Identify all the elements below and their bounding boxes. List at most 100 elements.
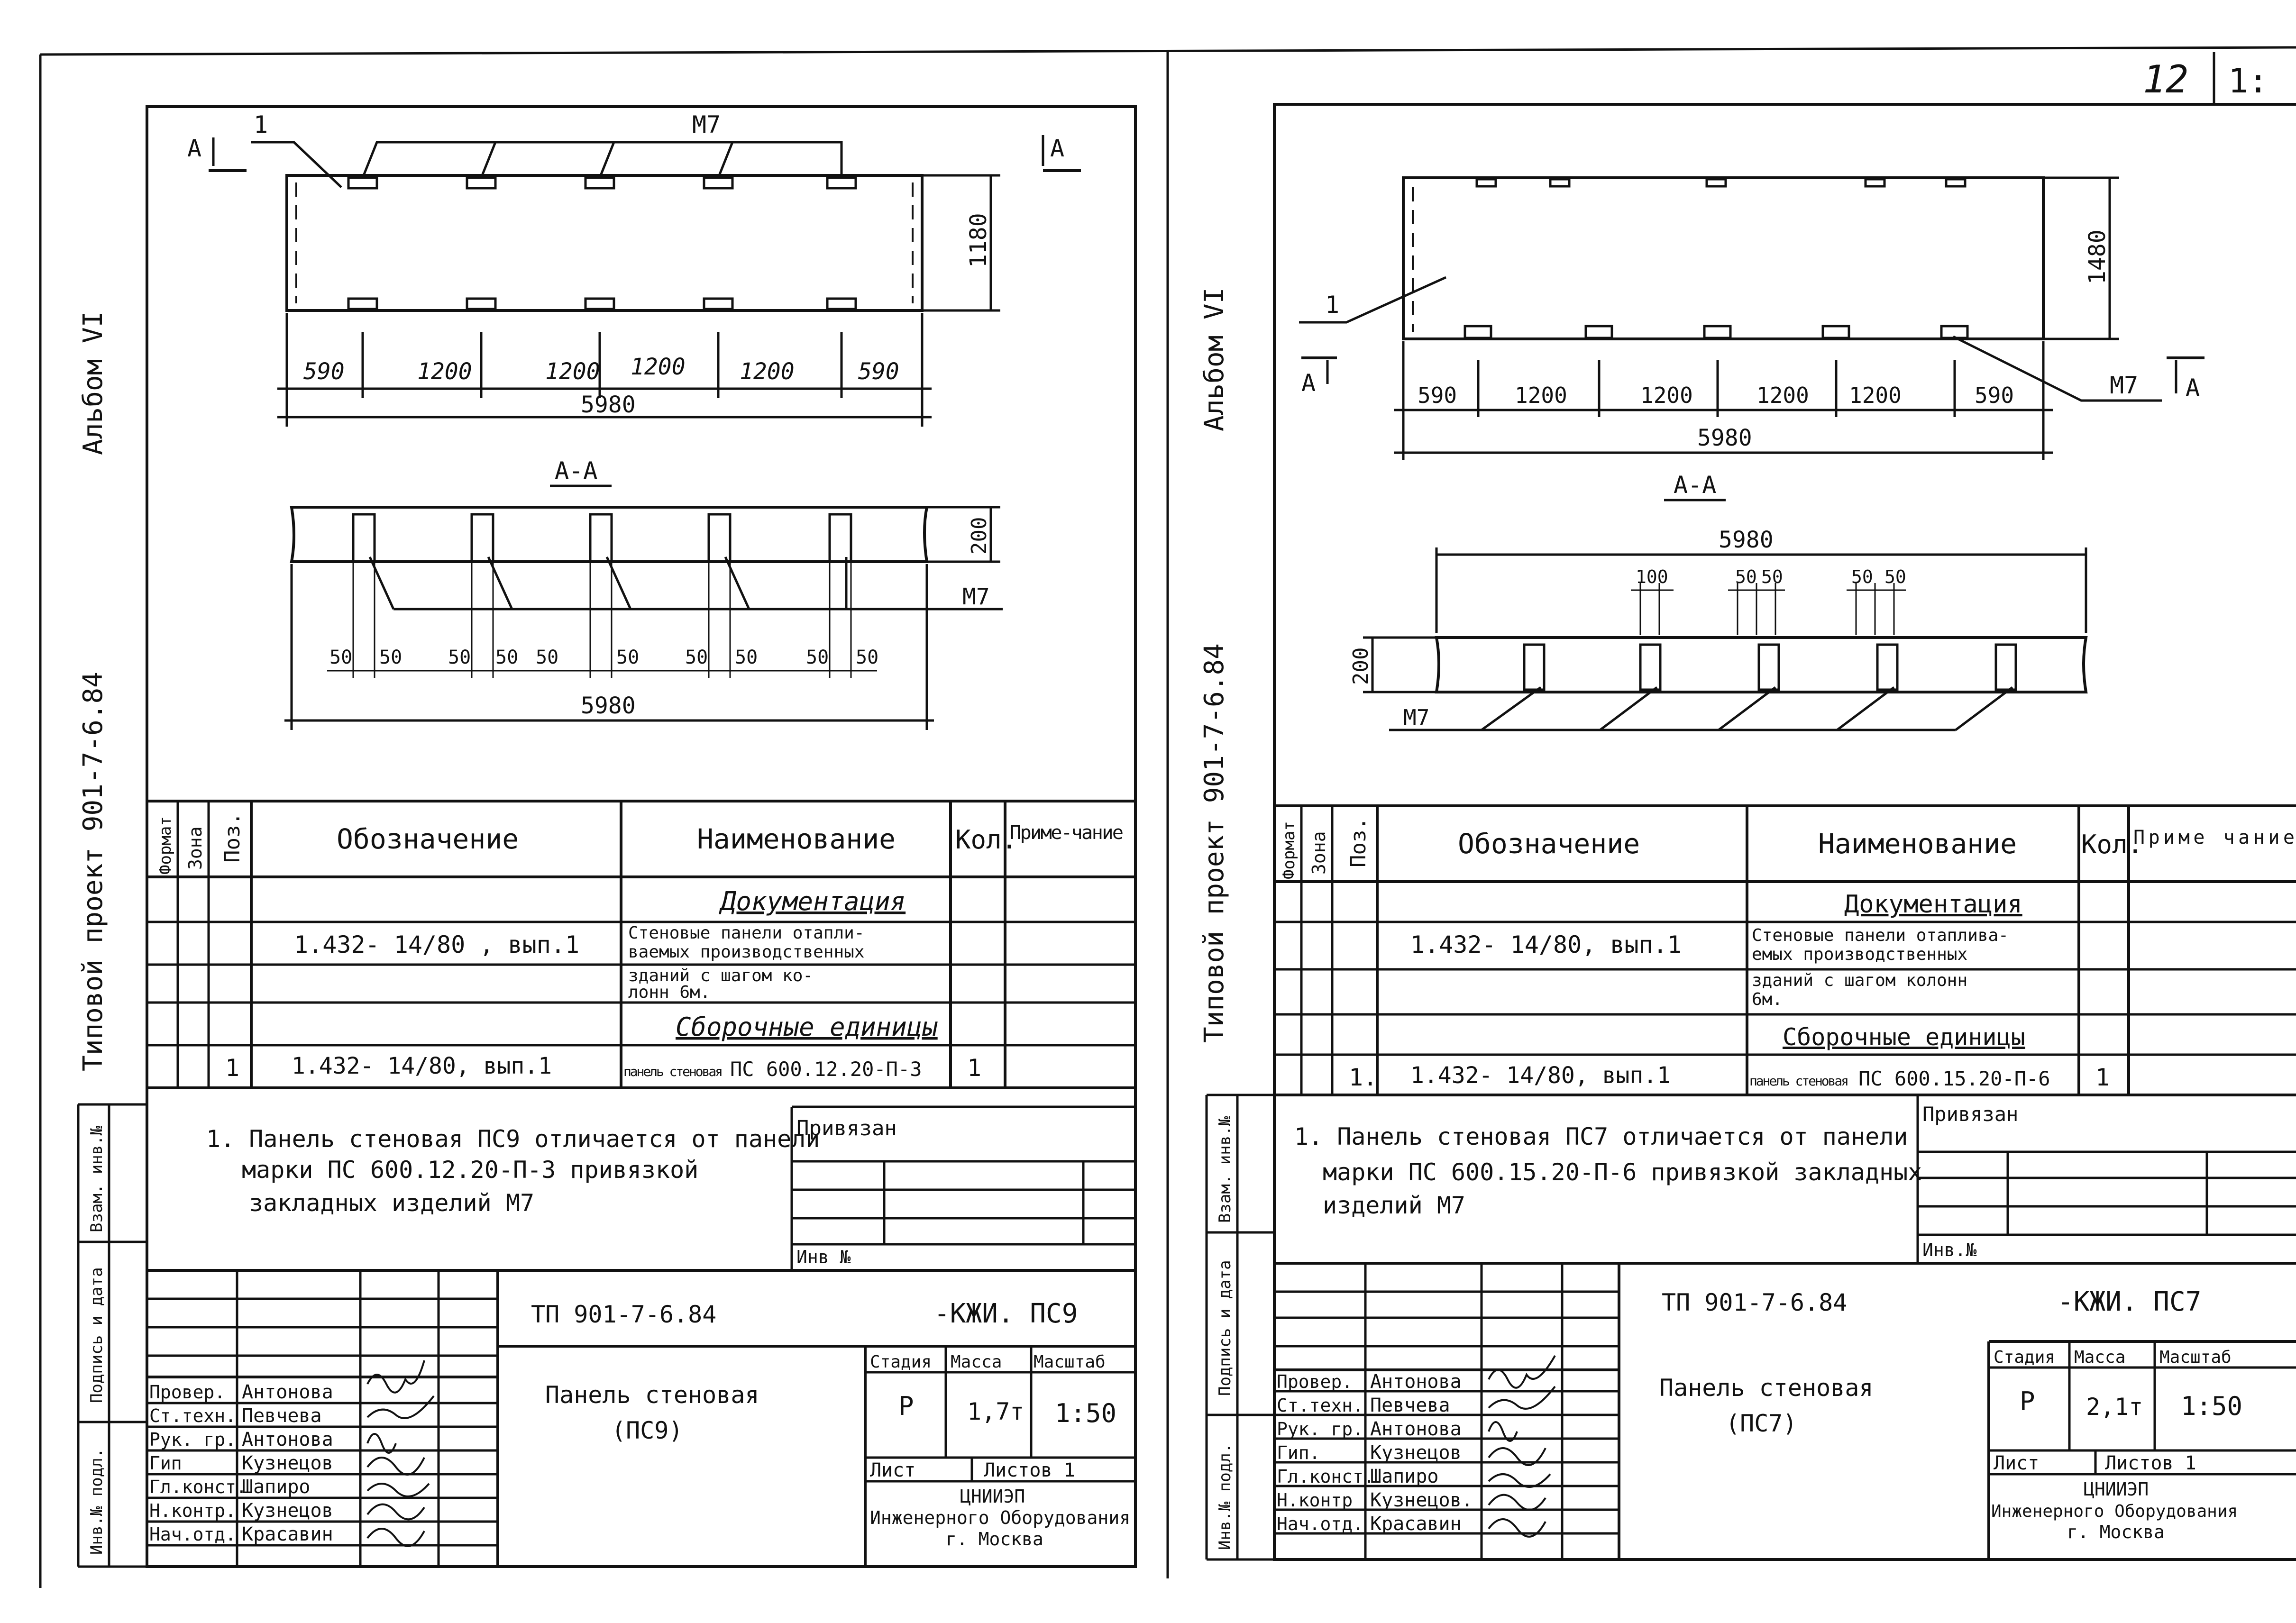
right-stamp-title-line2: (ПС7) <box>1726 1410 1797 1437</box>
spec-header-note: Приме чание <box>2133 827 2295 848</box>
left-stamp-roles: Провер. Ст.техн. Рук. гр. Гип Гл.конст. … <box>149 1382 247 1545</box>
stamp-role: Провер. <box>149 1382 225 1403</box>
spec-unit-name-prefix: панель стеновая <box>623 1064 723 1079</box>
spec-doc-name-line: зданий с шагом ко- <box>628 966 813 985</box>
right-plan-section-marker-left: А <box>1301 369 1316 397</box>
small-dim: 50 <box>735 647 758 668</box>
stamp-name: Певчева <box>242 1405 322 1427</box>
left-side-project: Типовой проект 901-7-6.84 <box>78 672 109 1071</box>
right-stamp-sheet-label: Лист <box>1994 1452 2039 1474</box>
span-label: 1200 <box>740 358 795 385</box>
right-section-total: 5980 <box>1719 527 1774 553</box>
span-label: 590 <box>303 358 345 385</box>
right-spec-table <box>1274 804 2296 1096</box>
stamp-name: Антонова <box>1370 1371 1462 1393</box>
spec-doc-name-line: Стеновые панели отаплива- <box>1752 926 2009 945</box>
left-stamp-org-line: Инженерного Оборудования <box>870 1507 1130 1528</box>
right-sheet: Альбом VI Типовой проект 901-7-6.84 <box>1199 176 2296 1561</box>
stamp-name: Певчева <box>1370 1395 1450 1416</box>
stamp-name: Шапиро <box>1370 1466 1439 1487</box>
right-section-thickness: 200 <box>1349 647 1373 685</box>
spec-unit-qty: 1 <box>967 1054 981 1082</box>
left-section-view <box>284 484 1003 730</box>
left-stamp-mass-label: Масса <box>951 1352 1002 1372</box>
left-sheet: Альбом VI Типовой проект 901-7-6.84 <box>77 111 1135 1568</box>
spec-header-name: Наименование <box>697 823 896 855</box>
left-stamp-names: Антонова Певчева Антонова Кузнецов Шапир… <box>242 1381 333 1545</box>
stamp-role: Гип. <box>1277 1442 1320 1463</box>
small-dim: 50 <box>495 647 518 668</box>
stamp-role: Н.контр <box>1277 1490 1353 1511</box>
left-stamp <box>147 1270 1135 1567</box>
left-section-total: 5980 <box>581 693 636 719</box>
span-label: 1200 <box>545 358 600 385</box>
stamp-name: Красавин <box>1370 1513 1462 1535</box>
right-stamp-sheets-label: Листов 1 <box>2105 1452 2196 1474</box>
right-plan-callout-pos: 1 <box>1325 291 1339 319</box>
right-note-line: изделий М7 <box>1323 1192 1465 1219</box>
right-attach-title: Привязан <box>1922 1103 2018 1126</box>
right-note-block <box>1274 1095 2296 1265</box>
right-stamp-mass-label: Масса <box>2074 1348 2125 1367</box>
left-plan-spans: 590 1200 1200 1200 1200 590 <box>303 354 899 385</box>
small-dim: 50 <box>448 647 471 668</box>
right-stamp-code: ТП 901-7-6.84 <box>1662 1289 1847 1316</box>
left-stamp-title-line1: Панель стеновая <box>545 1381 759 1409</box>
left-note-block <box>147 1105 1135 1272</box>
spec-section-doc: Документация <box>719 886 906 916</box>
stamp-role: Гл.конст. <box>1277 1466 1374 1487</box>
left-note-line: закладных изделий М7 <box>249 1189 534 1217</box>
right-section-embed-label: М7 <box>1403 705 1429 730</box>
left-section-embed-label: М7 <box>962 584 990 610</box>
left-plan-callout-pos: 1 <box>254 111 268 138</box>
left-section-thickness: 200 <box>967 517 991 555</box>
right-margin-label: Взам. инв.№ <box>1216 1116 1235 1223</box>
left-signatures <box>366 1360 435 1547</box>
left-plan-embed-label: М7 <box>692 111 721 138</box>
right-stamp-scale-label: Масштаб <box>2159 1348 2232 1367</box>
right-section-title: А-А <box>1674 471 1716 499</box>
stamp-role: Нач.отд. <box>149 1524 236 1545</box>
spec-header-qty: Кол. <box>955 825 1017 855</box>
spec-unit-pos: 1 <box>225 1054 239 1082</box>
left-plan-total: 5980 <box>581 392 636 418</box>
span-label: 1200 <box>417 358 472 385</box>
right-note-line: 1. Панель стеновая ПС7 отличается от пан… <box>1294 1123 1908 1150</box>
span-label: 1200 <box>1849 383 1902 408</box>
small-dim: 50 <box>536 647 558 668</box>
left-section-small-dims: 50 50 50 50 50 50 50 50 50 50 <box>329 647 878 668</box>
right-plan-section-marker-right: А <box>2186 374 2200 401</box>
left-stamp-sheets-label: Листов 1 <box>984 1459 1075 1481</box>
small-dim: 50 <box>1761 566 1783 587</box>
right-stamp-names: Антонова Певчева Антонова Кузнецов Шапир… <box>1370 1371 1473 1535</box>
right-stamp-org-line: Инженерного Оборудования <box>1991 1502 2238 1521</box>
right-stamp-mark: -КЖИ. ПС7 <box>2058 1286 2201 1317</box>
left-margin <box>77 1103 147 1568</box>
left-plan-section-marker-right: А <box>1050 135 1064 162</box>
left-plan-height-dim: 1180 <box>965 213 992 268</box>
left-note-line: марки ПС 600.12.20-П-3 привязкой <box>242 1156 698 1184</box>
left-stamp-code: ТП 901-7-6.84 <box>531 1301 716 1328</box>
spec-section-units: Сборочные единицы <box>1783 1023 2025 1051</box>
sheet-number: 12 <box>2143 57 2188 101</box>
stamp-role: Гип <box>149 1453 182 1474</box>
stamp-role: Ст.техн. <box>149 1405 236 1426</box>
left-spec-table <box>147 800 1135 1089</box>
stamp-name: Кузнецов. <box>1370 1489 1473 1511</box>
spec-doc-designation: 1.432- 14/80 , вып.1 <box>294 931 579 958</box>
spec-unit-name: ПС 600.15.20-П-6 <box>1858 1067 2050 1090</box>
left-attach-title: Привязан <box>796 1116 897 1140</box>
left-plan-section-marker-left: А <box>187 135 201 162</box>
spec-unit-qty: 1 <box>2095 1064 2110 1091</box>
stamp-name: Кузнецов <box>242 1452 333 1474</box>
small-dim: 50 <box>856 647 878 668</box>
right-attach-inv: Инв.№ <box>1922 1240 1977 1260</box>
spec-unit-name-prefix: панель стеновая <box>1749 1073 1849 1089</box>
left-margin-label: Инв.№ подл. <box>87 1448 106 1555</box>
stamp-role: Н.контр. <box>149 1500 236 1521</box>
right-side-project: Типовой проект 901-7-6.84 <box>1199 643 1230 1043</box>
left-plan-view <box>209 135 1081 427</box>
right-side-album: Альбом VI <box>1199 288 1230 431</box>
right-stamp-title-line1: Панель стеновая <box>1659 1374 1874 1402</box>
